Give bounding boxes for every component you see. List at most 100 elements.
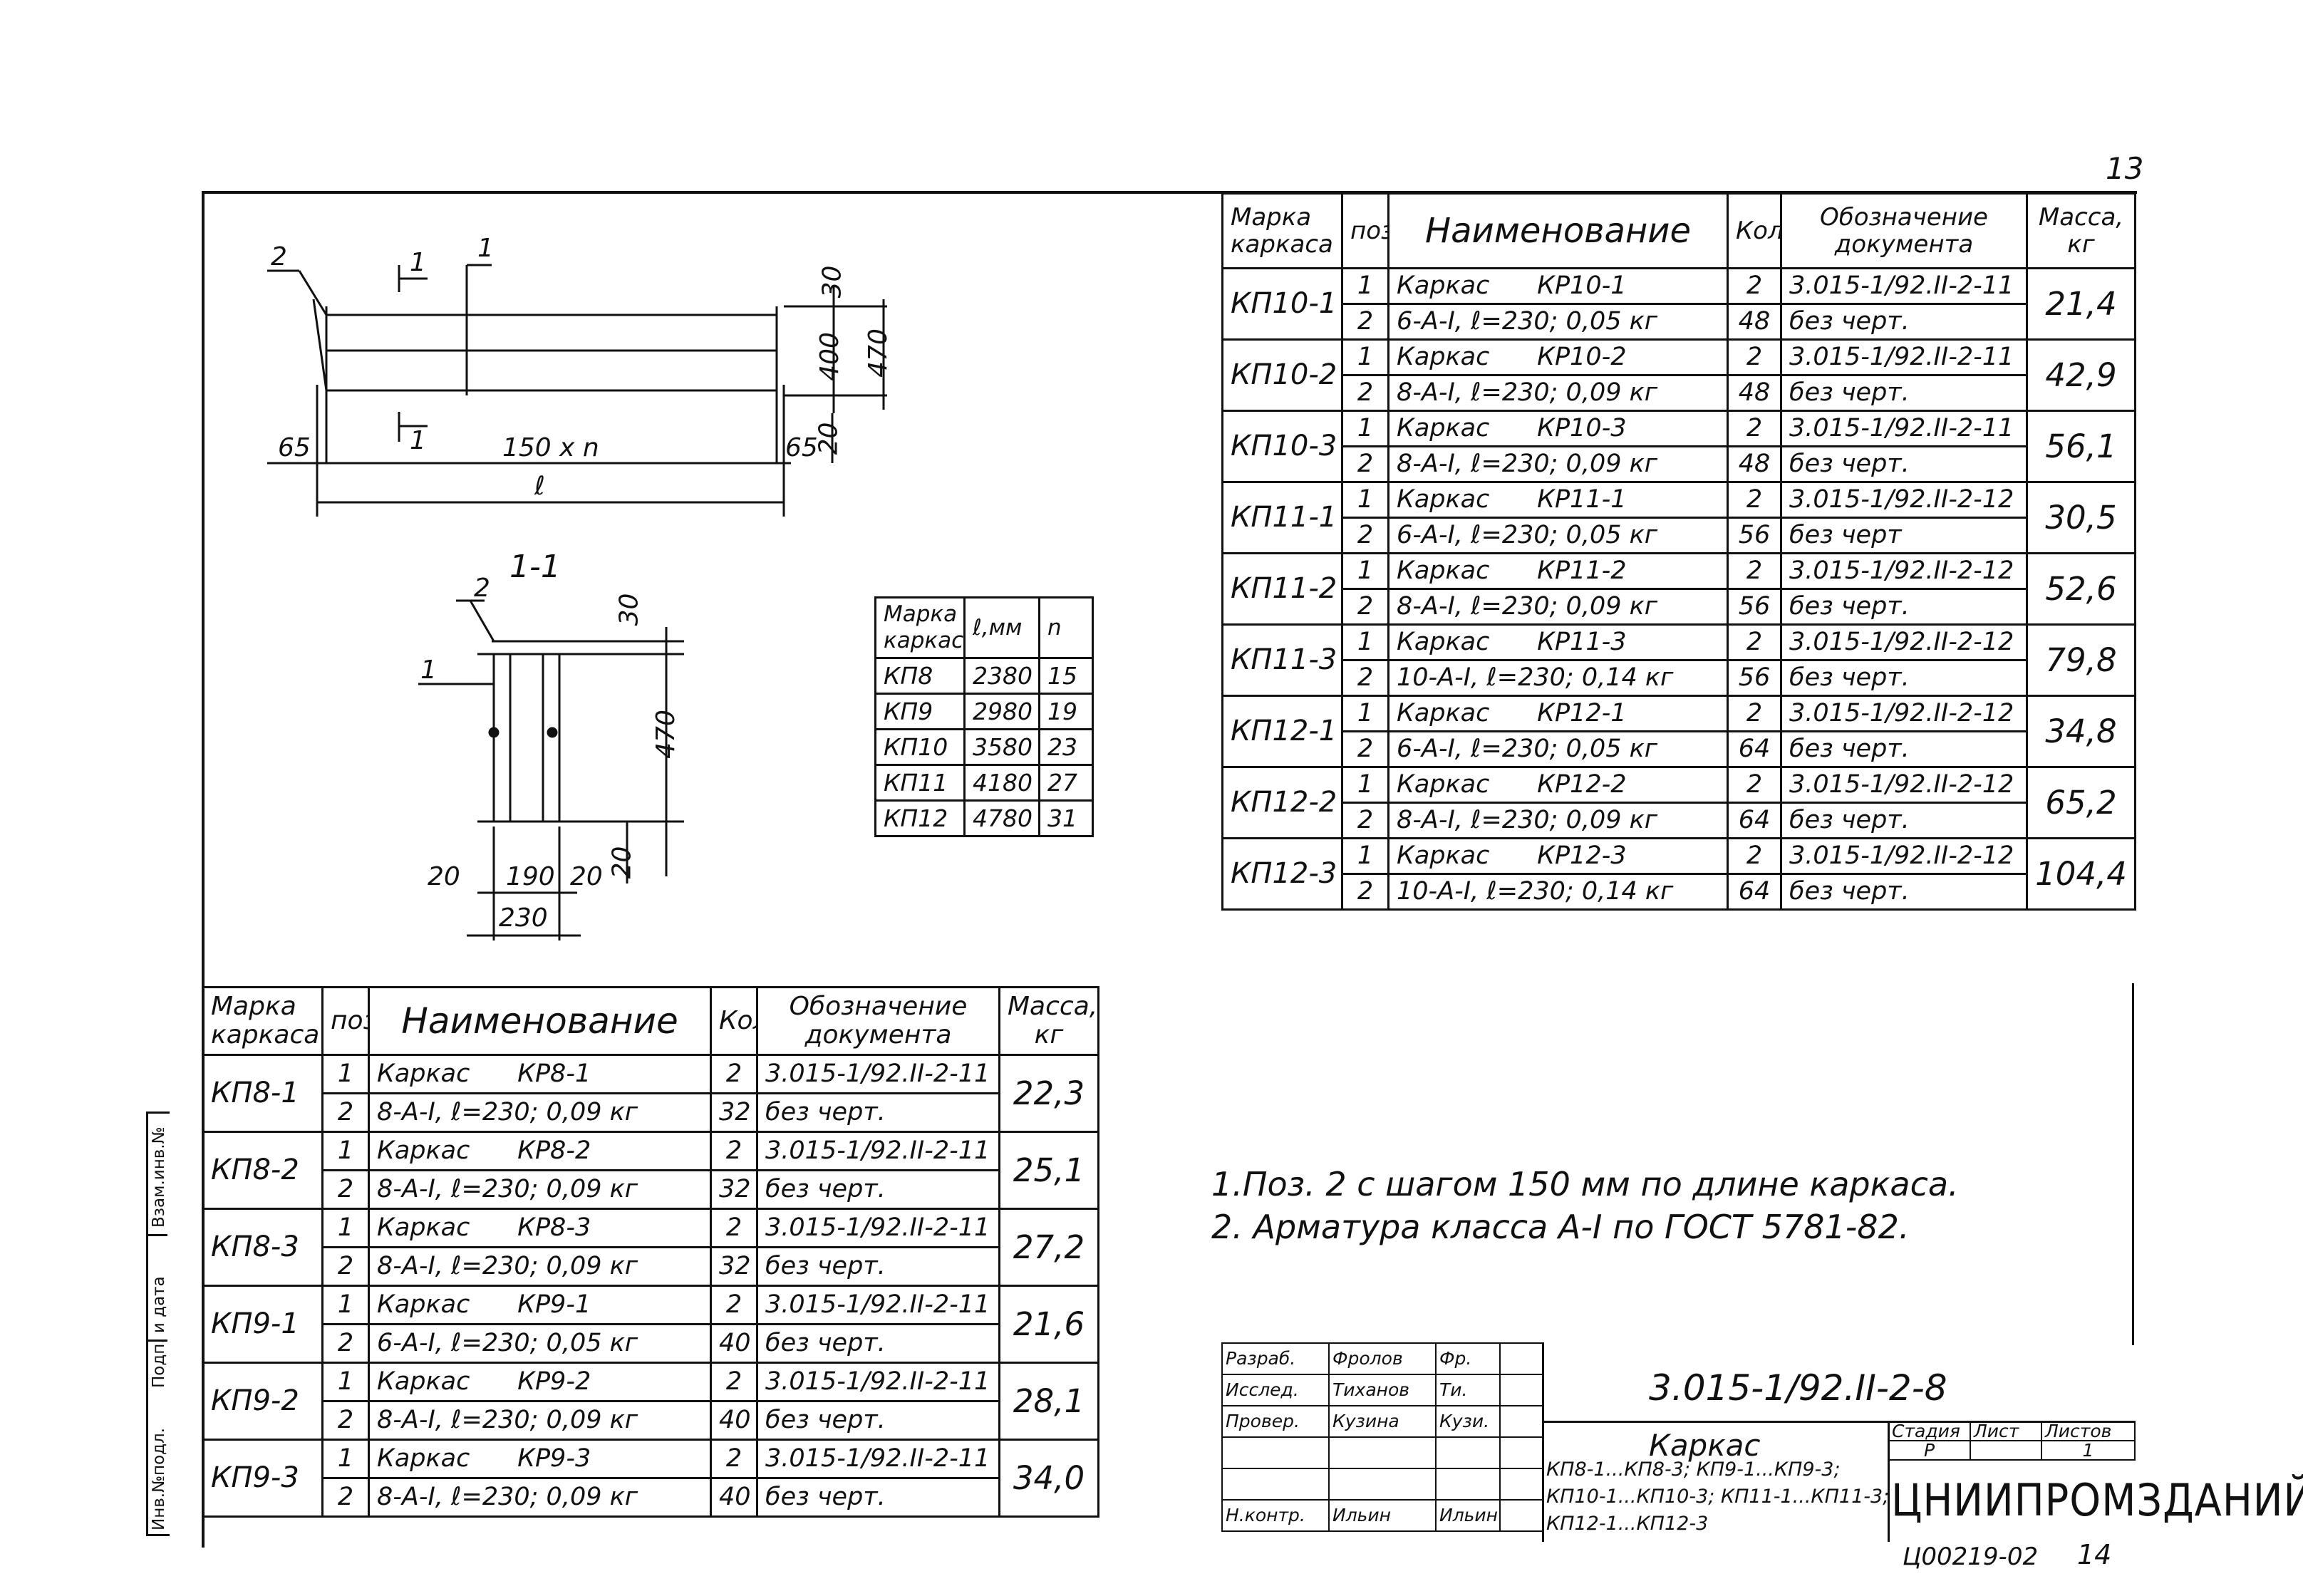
header-mark: Марка каркаса [874,596,966,659]
label-pos2: 2 [271,242,287,271]
header-pos: поз. [321,986,370,1056]
sheet-label: Лист [1970,1421,2042,1441]
cell-pos: 1 [1341,552,1389,590]
dim-65-left: 65 [278,433,311,462]
note-1: 1.Поз. 2 с шагом 150 мм по длине каркаса… [1211,1165,1959,1203]
cell-doc: 3.015-1/92.II-2-11 [756,1439,1000,1479]
cell-doc: без черт. [1780,374,2028,412]
cell-mark: КП8-3 [202,1208,324,1287]
cell-doc: 3.015-1/92.II-2-11 [1780,410,2028,447]
cell-mark: КП10 [874,728,966,766]
cell-doc: без черт. [1780,873,2028,911]
cell-qty: 48 [1727,374,1782,412]
cell-doc: без черт. [756,1400,1000,1441]
header-name: Наименование [1387,192,1729,269]
cell-mass: 21,4 [2026,267,2136,341]
cell-qty: 2 [1727,410,1782,447]
cell-doc: 3.015-1/92.II-2-12 [1780,766,2028,804]
spec-table-left: Марка каркаса поз. Наименование Кол. Обо… [202,986,1099,1518]
header-doc: Обозначение документа [756,986,1000,1056]
title-role-row [1221,1468,1543,1501]
section-dim-20-mid: 20 [570,862,603,891]
cell-n: 15 [1038,657,1094,695]
section-pos1: 1 [420,656,437,685]
cell-name: 8-А-I, ℓ=230; 0,09 кг [1387,374,1729,412]
note-2: 2. Арматура класса А-I по ГОСТ 5781-82. [1211,1208,1910,1246]
section-pos2: 2 [474,574,490,603]
header-mass: Масса, кг [998,986,1099,1056]
cell-mark: КП10-1 [1221,267,1343,341]
cell-length: 2380 [963,657,1040,695]
frame-right-edge [2132,983,2134,1345]
role-name: Ильин [1328,1499,1437,1532]
cell-pos: 2 [1341,802,1389,839]
cell-name: 8-А-I, ℓ=230; 0,09 кг [368,1400,712,1441]
header-length: ℓ,мм [963,596,1040,659]
cell-doc: без черт. [1780,303,2028,341]
bottom-sheet: 14 [2077,1539,2112,1570]
cell-mark: КП11-1 [1221,481,1343,554]
section-dim-20-left: 20 [428,862,460,891]
cell-qty: 2 [1727,695,1782,732]
cell-n: 23 [1038,728,1094,766]
cell-name: Каркас КР12-1 [1387,695,1729,732]
doc-code: 3.015-1/92.II-2-8 [1649,1367,1947,1409]
cell-name: Каркас КР8-2 [368,1131,712,1171]
stamp-podp-data: Подп. и дата [150,1276,168,1388]
cell-name: 6-А-I, ℓ=230; 0,05 кг [1387,730,1729,768]
page-number: 13 [2106,151,2144,186]
cell-doc: 3.015-1/92.II-2-11 [756,1208,1000,1248]
cell-name: 10-А-I, ℓ=230; 0,14 кг [1387,873,1729,911]
role-label: Провер. [1221,1405,1330,1438]
subtitle: КП8-1...КП8-3; КП9-1...КП9-3; КП10-1...К… [1546,1456,1889,1538]
cell-mark: КП9 [874,693,966,730]
role-date [1499,1499,1543,1532]
cell-pos: 1 [321,1362,370,1402]
cell-doc: без черт. [1780,445,2028,483]
cell-pos: 1 [1341,481,1389,519]
cell-name: Каркас КР10-3 [1387,410,1729,447]
role-sign [1435,1468,1501,1501]
cell-mark: КП11 [874,764,966,802]
cell-pos: 2 [321,1400,370,1441]
cell-qty: 2 [1727,481,1782,519]
cell-qty: 2 [1727,623,1782,661]
cell-doc: 3.015-1/92.II-2-11 [1780,267,2028,305]
cell-mark: КП9-1 [202,1285,324,1364]
cell-name: Каркас КР9-1 [368,1285,712,1325]
cell-pos: 2 [321,1169,370,1210]
cell-mark: КП12-1 [1221,695,1343,768]
cell-doc: без черт. [756,1246,1000,1287]
cell-name: 6-А-I, ℓ=230; 0,05 кг [1387,517,1729,554]
cell-pos: 2 [321,1092,370,1133]
cell-mass: 56,1 [2026,410,2136,483]
cell-name: Каркас КР8-3 [368,1208,712,1248]
cell-pos: 1 [1341,338,1389,376]
sheet-value [1970,1440,2042,1461]
section-title: 1-1 [509,549,561,585]
cell-mass: 52,6 [2026,552,2136,626]
header-n: n [1038,596,1094,659]
section-dim-230: 230 [499,903,548,933]
cell-mark: КП10-3 [1221,410,1343,483]
cell-qty: 2 [710,1439,758,1479]
spec-table-right: Марка каркаса поз. Наименование Кол. Обо… [1221,192,2136,911]
stage-value: Р [1888,1440,1971,1461]
